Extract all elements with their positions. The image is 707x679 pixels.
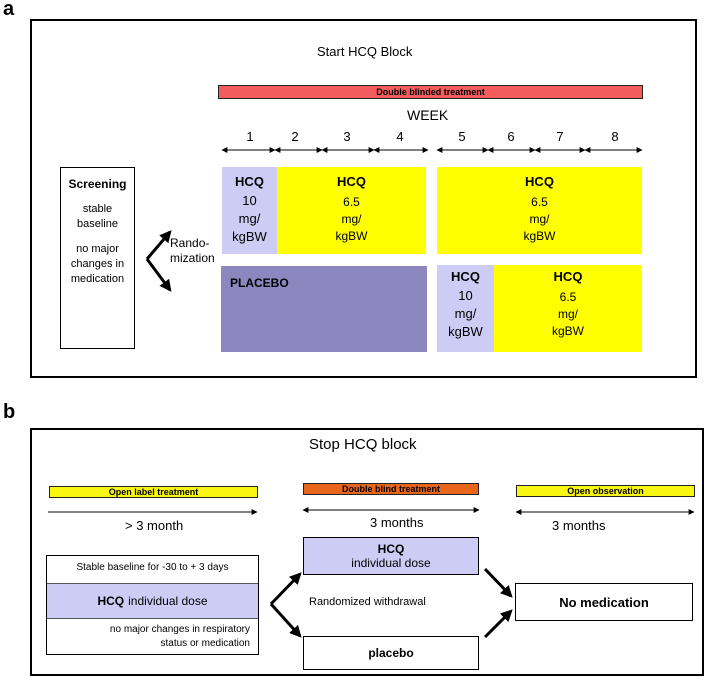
week-number: 2 (291, 129, 299, 144)
week-number: 1 (246, 129, 254, 144)
arm1-hcq-6-5-box: HCQ 6.5 mg/ kgBW (277, 167, 426, 254)
withdrawal-arrow-down (269, 602, 302, 638)
week-label: WEEK (407, 107, 449, 123)
hcq-title: HCQ (451, 269, 480, 284)
panel-b-frame (30, 428, 704, 676)
screening-title: Screening (68, 177, 127, 191)
hcq-title: HCQ (525, 174, 554, 189)
week-number: 3 (343, 129, 351, 144)
hcq-rest: individual dose (128, 594, 208, 608)
arm2-hcq-10-box: HCQ 10 mg/ kgBW (437, 265, 494, 352)
hcq-title: HCQ (235, 174, 264, 189)
panel-a-frame (30, 19, 697, 378)
arm1-hcq-6-5-box-2: HCQ 6.5 mg/ kgBW (437, 167, 642, 254)
randomization-label: Rando- mization (170, 236, 215, 265)
week-number: 5 (458, 129, 466, 144)
duration-2: 3 months (370, 515, 424, 530)
week-number: 4 (396, 129, 404, 144)
double-blind-bar: Double blind treatment (303, 483, 479, 495)
screening-medication: no major changes in medication (70, 243, 125, 285)
open-label-text: Open label treatment (108, 487, 199, 497)
no-changes-text: no major changes in respiratory status o… (109, 624, 250, 649)
randomization-arrow-up (145, 230, 172, 260)
open-label-bar: Open label treatment (49, 486, 258, 498)
panel-a-label: a (3, 0, 15, 20)
week-number: 6 (507, 129, 515, 144)
week-number: 8 (611, 129, 619, 144)
placebo-b-box: placebo (303, 636, 479, 670)
placebo-b-label: placebo (368, 646, 414, 660)
hcq-title: HCQ (553, 269, 583, 284)
placebo-to-no-med-arrow (483, 609, 513, 639)
placebo-label: PLACEBO (230, 276, 289, 290)
open-label-box: Stable baseline for -30 to + 3 days HCQ … (46, 555, 259, 655)
panel-b-label: b (3, 401, 16, 423)
placebo-box: PLACEBO (221, 266, 427, 352)
withdrawal-arrow-up (269, 572, 302, 606)
screening-baseline: stable baseline (77, 203, 118, 230)
arm1-hcq-10-box: HCQ 10 mg/ kgBW (222, 167, 277, 254)
no-medication-box: No medication (515, 583, 693, 621)
open-observation-bar: Open observation (516, 485, 695, 497)
hcq-box-title: HCQ (377, 542, 405, 556)
arm2-hcq-6-5-box: HCQ 6.5 mg/ kgBW (494, 265, 642, 352)
week-number: 7 (556, 129, 564, 144)
duration-1: > 3 month (125, 518, 184, 533)
hcq-title: HCQ (337, 174, 366, 189)
hcq-dose: 6.5 mg/ kgBW (335, 195, 368, 243)
no-medication-label: No medication (559, 594, 649, 610)
double-blinded-label: Double blinded treatment (376, 87, 485, 97)
panel-a-title: Start HCQ Block (317, 44, 413, 59)
randomized-withdrawal-label: Randomized withdrawal (309, 596, 426, 608)
hcq-bold: HCQ (97, 594, 125, 608)
hcq-box-sub: individual dose (351, 556, 431, 570)
hcq-dose: 10 mg/ kgBW (448, 288, 483, 339)
hcq-to-no-med-arrow (483, 567, 513, 598)
hcq-dose: 6.5 mg/ kgBW (551, 290, 584, 338)
screening-box: Screening stable baseline no major chang… (60, 167, 135, 349)
panel-b-title: Stop HCQ block (309, 436, 417, 453)
hcq-withdrawal-box: HCQ individual dose (303, 537, 479, 575)
duration-3: 3 months (552, 518, 606, 533)
hcq-individual-dose-row: HCQ individual dose (47, 583, 258, 619)
open-observation-text: Open observation (567, 486, 644, 496)
stable-baseline-text: Stable baseline for -30 to + 3 days (76, 562, 229, 573)
double-blind-text: Double blind treatment (341, 484, 440, 494)
randomization-arrow-down (145, 258, 172, 292)
double-blinded-bar: Double blinded treatment (218, 85, 643, 99)
hcq-dose: 6.5 mg/ kgBW (523, 195, 556, 243)
hcq-dose: 10 mg/ kgBW (232, 193, 267, 244)
